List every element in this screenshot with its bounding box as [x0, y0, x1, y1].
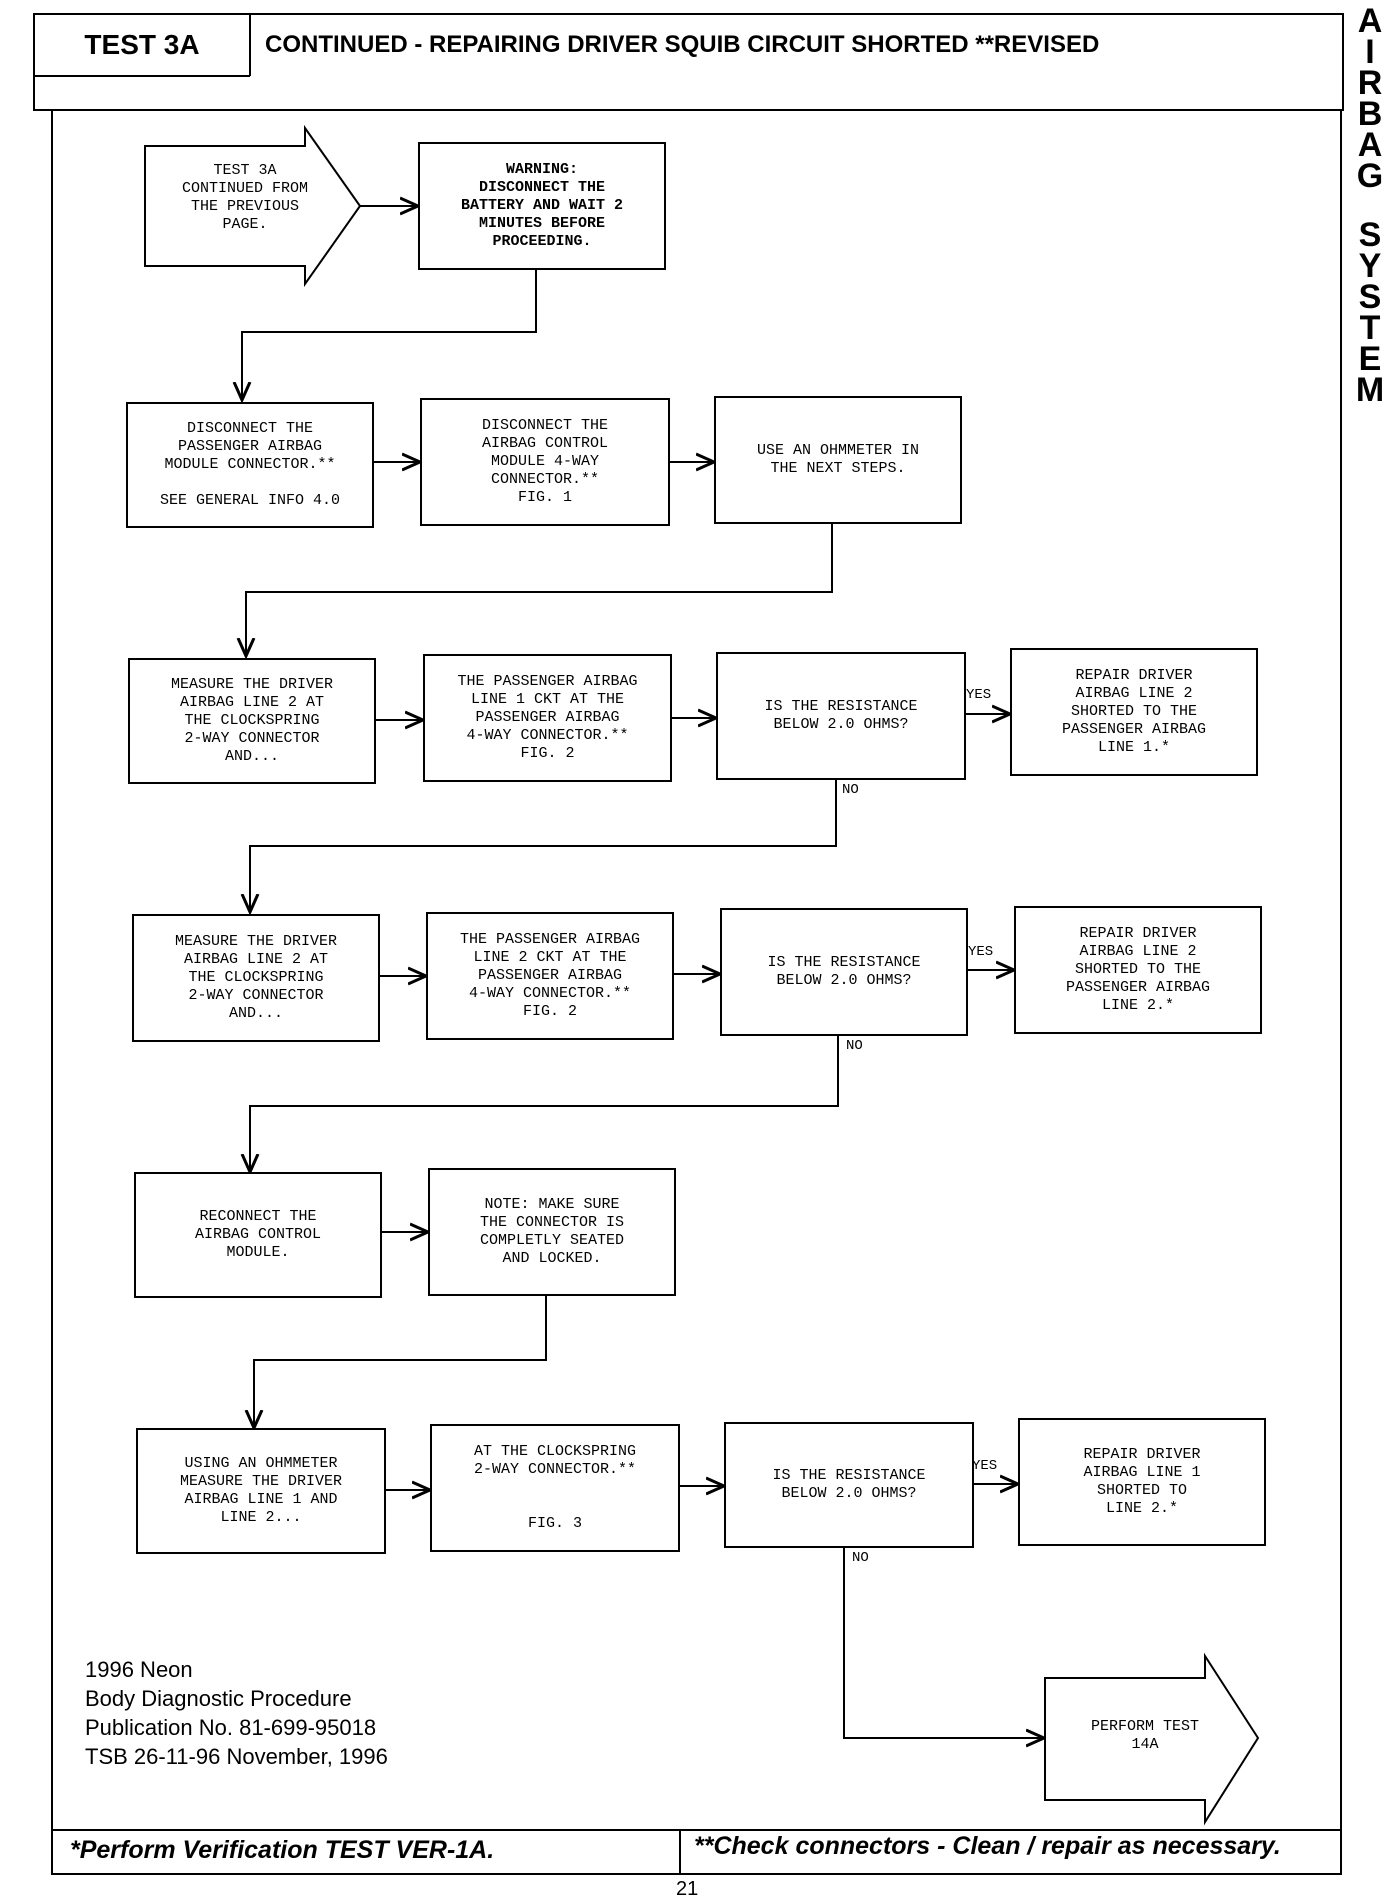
test-id: TEST 3A	[84, 29, 200, 60]
repair-line2-to-passenger-line2: REPAIR DRIVER AIRBAG LINE 2 SHORTED TO T…	[1014, 906, 1262, 1034]
step-measure-line1-line2: USING AN OHMMETER MEASURE THE DRIVER AIR…	[136, 1428, 386, 1554]
footer-connectors-note: **Check connectors - Clean / repair as n…	[694, 1832, 1281, 1860]
yes-label-2: YES	[968, 944, 994, 960]
publication-info: 1996 Neon Body Diagnostic Procedure Publ…	[85, 1657, 388, 1769]
decision-resistance-2: IS THE RESISTANCE BELOW 2.0 OHMS?	[720, 908, 968, 1036]
decision-resistance-3: IS THE RESISTANCE BELOW 2.0 OHMS?	[724, 1422, 974, 1548]
page-title: CONTINUED - REPAIRING DRIVER SQUIB CIRCU…	[265, 31, 1100, 58]
no-label-1: NO	[842, 782, 859, 798]
step-use-ohmmeter: USE AN OHMMETER IN THE NEXT STEPS.	[714, 396, 962, 524]
warning-box: WARNING: DISCONNECT THE BATTERY AND WAIT…	[418, 142, 666, 270]
step-disconnect-passenger-module: DISCONNECT THE PASSENGER AIRBAG MODULE C…	[126, 402, 374, 528]
yes-label-3: YES	[972, 1458, 998, 1474]
end-arrow-perform-test[interactable]: PERFORM TEST 14A	[1090, 1718, 1200, 1753]
repair-line2-to-passenger-line1: REPAIR DRIVER AIRBAG LINE 2 SHORTED TO T…	[1010, 648, 1258, 776]
no-label-3: NO	[852, 1550, 869, 1566]
decision-resistance-1: IS THE RESISTANCE BELOW 2.0 OHMS?	[716, 652, 966, 780]
step-reconnect-control-module: RECONNECT THE AIRBAG CONTROL MODULE.	[134, 1172, 382, 1298]
page-number: 21	[676, 1878, 699, 1900]
step-passenger-line2: THE PASSENGER AIRBAG LINE 2 CKT AT THE P…	[426, 912, 674, 1040]
step-passenger-line1: THE PASSENGER AIRBAG LINE 1 CKT AT THE P…	[423, 654, 672, 782]
repair-line1-to-line2: REPAIR DRIVER AIRBAG LINE 1 SHORTED TO L…	[1018, 1418, 1266, 1546]
start-arrow: TEST 3A CONTINUED FROM THE PREVIOUS PAGE…	[181, 162, 309, 233]
side-label-airbag-system: A I R B A G S Y S T E M	[1355, 2, 1385, 409]
note-connector-seated: NOTE: MAKE SURE THE CONNECTOR IS COMPLET…	[428, 1168, 676, 1296]
no-label-2: NO	[846, 1038, 863, 1054]
step-measure-driver-line2-b: MEASURE THE DRIVER AIRBAG LINE 2 AT THE …	[132, 914, 380, 1042]
yes-label-1: YES	[966, 687, 992, 703]
step-at-clockspring: AT THE CLOCKSPRING 2-WAY CONNECTOR.** FI…	[430, 1424, 680, 1552]
step-disconnect-control-module: DISCONNECT THE AIRBAG CONTROL MODULE 4-W…	[420, 398, 670, 526]
step-measure-driver-line2-a: MEASURE THE DRIVER AIRBAG LINE 2 AT THE …	[128, 658, 376, 784]
footer-verification-note: *Perform Verification TEST VER-1A.	[70, 1836, 495, 1864]
